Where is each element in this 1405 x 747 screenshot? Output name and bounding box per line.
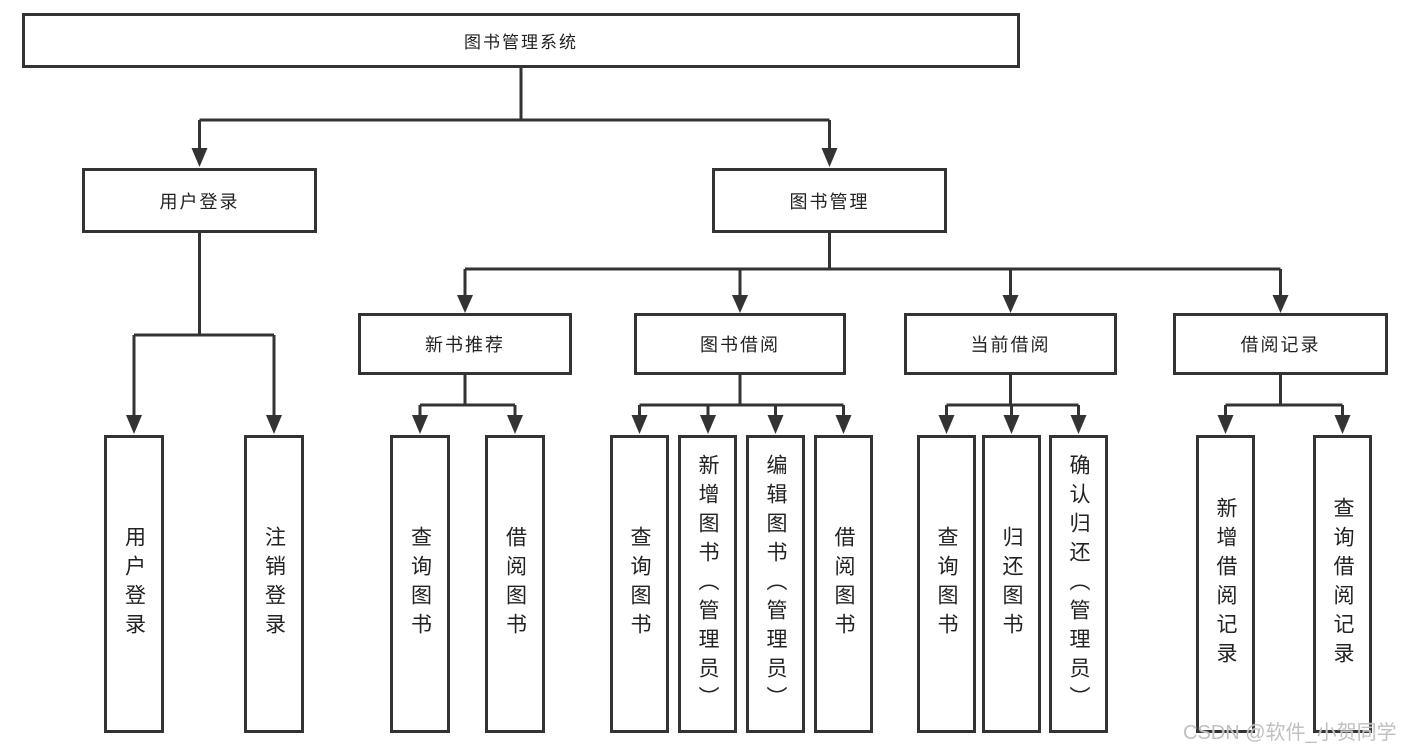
leaf-label: 借阅图书 [503,526,527,642]
watermark: CSDN @软件_小贺同学 [1183,722,1397,744]
leaf-add-borrow-record: 新增借阅记录 [1196,435,1255,733]
node-label: 当前借阅 [970,335,1051,355]
leaf-user-login: 用户登录 [104,435,164,733]
node-label: 借阅记录 [1240,335,1321,355]
node-current-borrow: 当前借阅 [904,313,1117,375]
leaf-label: 查询图书 [628,526,651,642]
leaf-label: 查询图书 [408,526,432,642]
leaf-query-books: 查询图书 [390,435,450,733]
leaf-edit-book-admin: 编辑图书（管理员） [746,435,805,733]
leaf-add-book-admin: 新增图书（管理员） [678,435,737,733]
leaf-query-books: 查询图书 [610,435,669,733]
node-label: 图书管理 [789,191,870,212]
leaf-logout: 注销登录 [244,435,304,733]
leaf-label: 编辑图书（管理员） [764,453,787,715]
leaf-label: 注销登录 [262,526,286,642]
node-borrow-records: 借阅记录 [1173,313,1388,375]
leaf-label: 新增借阅记录 [1214,497,1237,671]
node-book-borrow: 图书借阅 [634,313,846,375]
node-label: 图书借阅 [700,335,780,355]
node-new-book-recommend: 新书推荐 [358,313,572,375]
node-label: 新书推荐 [425,335,505,355]
arrowheads [126,148,1351,434]
leaf-query-books: 查询图书 [917,435,976,733]
node-label: 用户登录 [159,191,240,212]
leaf-label: 归还图书 [1000,526,1023,642]
leaf-query-borrow-record: 查询借阅记录 [1313,435,1372,733]
leaf-borrow-books: 借阅图书 [485,435,545,733]
leaf-label: 借阅图书 [832,526,855,642]
leaf-label: 确认归还（管理员） [1067,453,1090,715]
leaf-return-books: 归还图书 [982,435,1041,733]
leaf-label: 查询借阅记录 [1331,497,1354,671]
node-library-system: 图书管理系统 [22,13,1020,68]
leaf-label: 查询图书 [935,526,958,642]
leaf-label: 新增图书（管理员） [696,453,719,715]
node-label: 图书管理系统 [464,33,578,52]
node-user-login: 用户登录 [82,168,317,233]
node-book-management: 图书管理 [712,168,947,233]
leaf-borrow-books: 借阅图书 [814,435,873,733]
leaf-label: 用户登录 [122,526,146,642]
leaf-confirm-return-admin: 确认归还（管理员） [1049,435,1108,733]
